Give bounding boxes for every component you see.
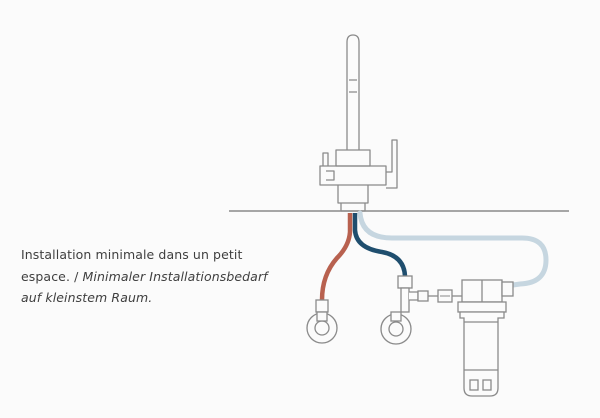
filter-inlet-connection: [417, 289, 462, 303]
caption-french-end: espace.: [21, 268, 71, 284]
hot-angle-valve: [306, 299, 338, 344]
cold-angle-valve: [380, 275, 419, 345]
cold-water-pipe: [352, 213, 408, 277]
water-filter: [457, 279, 514, 397]
caption-german-line-2: auf kleinstem Raum.: [21, 290, 153, 305]
faucet: [319, 34, 398, 212]
caption-german-line-1: Minimaler Installationsbedarf: [82, 268, 268, 284]
caption-line-1: Installation minimale dans un petit: [21, 247, 243, 262]
caption-separator: /: [70, 268, 83, 284]
caption: Installation minimale dans un petit espa…: [21, 244, 311, 309]
hot-water-pipe: [319, 213, 353, 301]
filtered-water-pipe: [357, 210, 549, 288]
